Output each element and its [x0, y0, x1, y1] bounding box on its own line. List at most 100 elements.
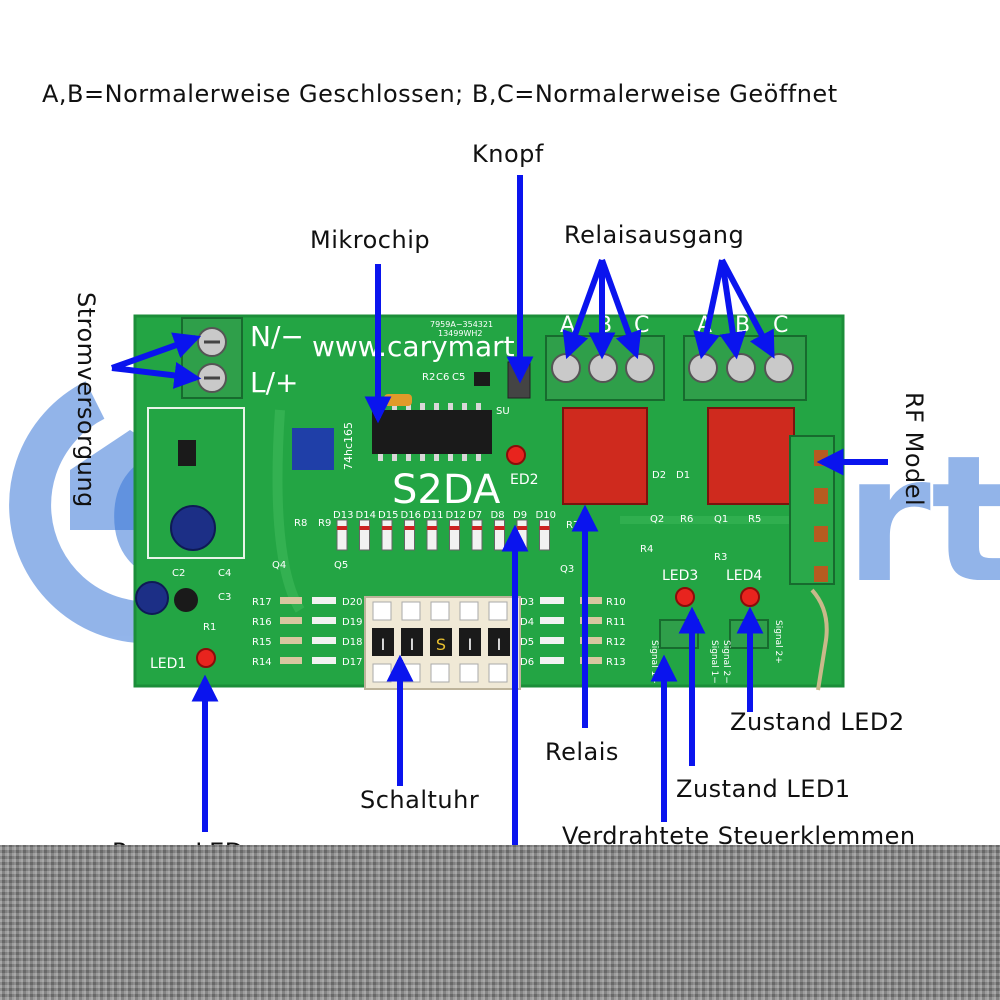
- led-label: LED1: [150, 656, 186, 672]
- diode-band: [517, 526, 527, 530]
- diode-label: D16: [401, 510, 421, 521]
- component-label: C6: [436, 372, 449, 383]
- diode-label: D20: [342, 597, 362, 608]
- resistor-label: R17: [252, 597, 272, 608]
- label-status-led1: Zustand LED1: [676, 775, 851, 803]
- dip-bottom-slot: [488, 663, 508, 683]
- resistor: [280, 617, 302, 624]
- rf-module-part: [814, 566, 828, 582]
- diode-band: [494, 526, 505, 530]
- dip-mark: I: [410, 635, 415, 654]
- diode: [426, 519, 438, 551]
- component-label: R4: [640, 544, 653, 555]
- signal-label: Signal 2−: [721, 640, 731, 684]
- arrow-power-supply: [111, 362, 202, 389]
- rf-module-part: [814, 488, 828, 504]
- component-label: Q4: [272, 560, 286, 571]
- diode-band: [404, 526, 415, 530]
- microchip: [372, 410, 492, 454]
- resistor-label: R12: [606, 637, 626, 648]
- dip-top-slot: [430, 601, 450, 621]
- terminal-letter: C: [773, 313, 788, 338]
- label-timer-switch: Schaltuhr: [360, 786, 480, 814]
- resistor: [280, 597, 302, 604]
- component-label: C5: [452, 372, 465, 383]
- led-label: LED3: [662, 568, 698, 584]
- terminal-n-label: N/−: [250, 320, 304, 353]
- led-2: [506, 445, 526, 465]
- resistor: [580, 597, 602, 604]
- resistor: [580, 637, 602, 644]
- dip-top-slot: [372, 601, 392, 621]
- dip-mark: S: [436, 635, 446, 654]
- led-label: ED2: [510, 472, 539, 488]
- diode: [312, 617, 336, 624]
- pcb-trace: [272, 409, 305, 613]
- image-noise-band: [0, 845, 1000, 1000]
- diode-label: D8: [491, 510, 505, 521]
- diode: [359, 519, 370, 551]
- label-status-led2: Zustand LED2: [730, 708, 905, 736]
- shift-register-chip: [292, 428, 334, 470]
- label-microchip: Mikrochip: [310, 226, 431, 254]
- diode: [312, 597, 336, 604]
- capacitor: [384, 394, 412, 406]
- dip-mark: I: [468, 635, 473, 654]
- component-label: R1: [203, 622, 216, 633]
- resistor-label: R15: [252, 637, 272, 648]
- dip-lever: [488, 628, 510, 656]
- label-button: Knopf: [472, 140, 544, 168]
- component-label: C2: [172, 568, 185, 579]
- diode-label: D10: [536, 510, 556, 521]
- diode-label: D18: [342, 637, 362, 648]
- resistor: [280, 637, 302, 644]
- resistor-label: R16: [252, 617, 272, 628]
- component-label: R9: [318, 518, 331, 529]
- callout-arrows: [110, 175, 888, 860]
- label-relay: Relais: [545, 738, 619, 766]
- diode-label: D5: [520, 637, 534, 648]
- led-4: [740, 587, 760, 607]
- arrow-relay-output: [599, 258, 642, 360]
- diode: [312, 637, 336, 644]
- diode: [516, 519, 528, 551]
- label-relay-output: Relaisausgang: [564, 221, 745, 249]
- diode: [471, 519, 483, 551]
- component-label: R7: [566, 520, 579, 531]
- arrow-power-supply: [110, 332, 202, 371]
- header-note: A,B=Normalerweise Geschlossen; B,C=Norma…: [42, 80, 838, 108]
- arrow-relay-output: [719, 259, 747, 360]
- diode-label: D9: [513, 510, 527, 521]
- terminal-letter: C: [634, 313, 649, 338]
- silkscreen-box: [147, 407, 245, 559]
- label-power-supply: Stromversorgung: [72, 292, 100, 508]
- resistor-label: R13: [606, 657, 626, 668]
- website-label: www.carymart.: [312, 330, 524, 363]
- dip-lever: [401, 628, 423, 656]
- diode-label: D13: [333, 510, 353, 521]
- component-label: Q5: [334, 560, 348, 571]
- rectifier-diode: [178, 440, 196, 466]
- dip-bottom-slot: [372, 663, 392, 683]
- component-label: Q2: [650, 514, 664, 525]
- dip-lever: [430, 628, 452, 656]
- resistor-label: R11: [606, 617, 626, 628]
- diode: [336, 519, 348, 551]
- diode-label: D3: [520, 597, 534, 608]
- dip-mark: I: [497, 635, 502, 654]
- terminal-l-label: L/+: [250, 366, 299, 399]
- electrolytic-capacitor: [170, 505, 216, 551]
- board-model-label: S2DA: [392, 467, 501, 513]
- component-label: D1: [676, 470, 690, 481]
- resistor-label: R10: [606, 597, 626, 608]
- diode: [381, 519, 393, 551]
- diode: [404, 519, 415, 551]
- component-label: R8: [294, 518, 307, 529]
- diode-label: D19: [342, 617, 362, 628]
- shift-register-label: 74hc165: [342, 422, 355, 470]
- diode: [540, 597, 564, 604]
- resistor: [580, 657, 602, 664]
